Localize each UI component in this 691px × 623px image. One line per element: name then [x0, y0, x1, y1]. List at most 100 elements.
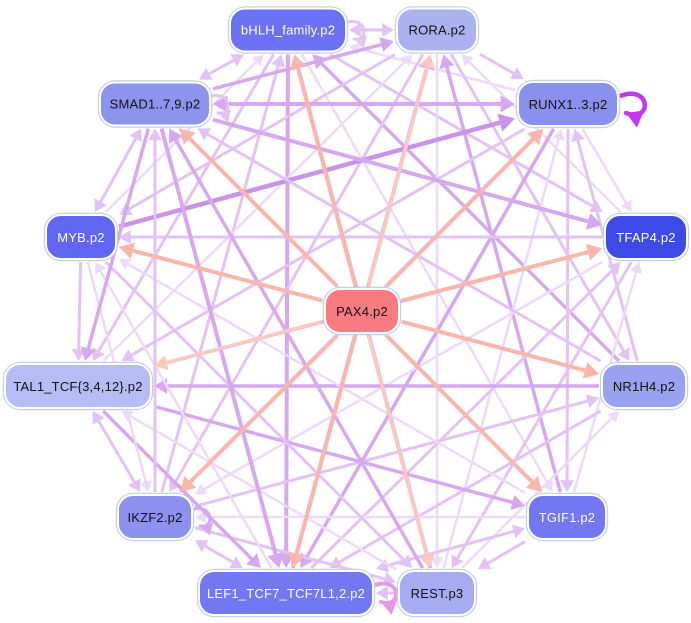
edge-pax4-runx	[385, 135, 537, 288]
node-rora[interactable]: RORA.p2	[396, 7, 478, 53]
edge-arrowhead	[461, 54, 474, 67]
edge-arrowhead	[128, 478, 141, 492]
edge-arrowhead	[511, 524, 525, 539]
edge-arrowhead	[213, 95, 228, 113]
node-label: TFAP4.p2	[616, 229, 676, 245]
edge-arrowhead	[121, 349, 136, 362]
node-label: REST.p3	[410, 585, 464, 601]
edge-arrowhead	[617, 347, 630, 361]
edge-bhlh-tgif1	[300, 53, 550, 486]
edge-arrowhead	[630, 262, 643, 274]
edge-arrowhead	[526, 129, 544, 146]
edge-arrowhead	[582, 362, 599, 379]
edge-arrowhead	[560, 480, 575, 492]
edge-ikzf2-tal1	[95, 417, 138, 486]
edge-arrowhead	[430, 557, 444, 568]
edge-arrowhead	[552, 129, 565, 141]
node-tgif1[interactable]: TGIF1.p2	[527, 494, 607, 540]
node-bhlh[interactable]: bHLH_family.p2	[229, 7, 347, 53]
node-label: PAX4.p2	[336, 303, 388, 319]
edge-arrowhead	[168, 128, 183, 144]
edge-arrowhead	[271, 54, 285, 68]
edge-arrowhead	[381, 599, 398, 615]
edge-tal1-lef1	[101, 409, 256, 563]
edge-arrowhead	[419, 54, 435, 70]
edge-pax4-myb	[128, 247, 323, 303]
edge-tfap4-ikzf2	[201, 260, 603, 492]
edge-arrowhead	[607, 411, 619, 423]
edge-runx-tgif1	[565, 128, 570, 484]
edge-arrowhead	[542, 479, 553, 492]
edge-arrowhead	[419, 553, 435, 568]
edge-pax4-rest	[366, 335, 430, 559]
edge-arrowhead	[585, 243, 602, 261]
edge-pax4-tfap4	[401, 249, 593, 303]
edge-pax4-ikzf2	[186, 334, 339, 486]
edge-arrowhead	[180, 475, 197, 492]
edge-arrowhead	[200, 521, 214, 536]
edge-arrowhead	[119, 230, 131, 244]
edge-runx-tfap4	[581, 128, 629, 206]
edge-rora-runx	[479, 52, 517, 76]
edge-arrowhead	[585, 394, 599, 408]
edge-tfap4-rest	[454, 261, 633, 562]
node-lef1[interactable]: LEF1_TCF7_TCF7L1,2.p2	[198, 570, 374, 616]
node-myb[interactable]: MYB.p2	[45, 214, 117, 260]
edge-pax4-tal1	[163, 319, 323, 366]
edge-smad-lef1	[159, 127, 279, 559]
edge-arrowhead	[148, 128, 162, 141]
edge-pax4-lef1	[293, 335, 358, 559]
edge-pax4-rora	[366, 63, 430, 287]
edge-rora-ikzf2	[172, 53, 425, 486]
edge-arrowhead	[195, 540, 209, 553]
edge-arrowhead	[119, 242, 136, 259]
edge-pax4-tgif1	[385, 334, 536, 486]
node-runx[interactable]: RUNX1..3.p2	[517, 81, 619, 127]
edge-lef1-myb	[98, 268, 273, 569]
node-smad[interactable]: SMAD1..7,9.p2	[99, 81, 211, 127]
edge-arrowhead	[497, 113, 515, 132]
node-label: MYB.p2	[57, 229, 105, 245]
node-rest[interactable]: REST.p3	[398, 570, 476, 616]
edge-tfap4-rora	[466, 59, 622, 213]
edge-arrowhead	[251, 54, 264, 67]
edge-arrowhead	[230, 54, 244, 67]
node-label: bHLH_family.p2	[240, 22, 336, 38]
edge-myb-smad	[97, 135, 139, 205]
edge-tgif1-myb	[125, 261, 526, 494]
node-label: SMAD1..7,9.p2	[109, 96, 201, 112]
edge-arrowhead	[199, 67, 213, 80]
edge-arrowhead	[289, 54, 307, 71]
edge-arrowhead	[376, 586, 388, 600]
node-tal1[interactable]: TAL1_TCF{3,4,12}.p2	[4, 363, 152, 409]
edge-arrowhead	[607, 262, 621, 276]
edge-lef1-ikzf2	[201, 543, 237, 565]
edge-arrowhead	[71, 349, 86, 361]
node-label: LEF1_TCF7_TCF7L1,2.p2	[206, 585, 366, 601]
edge-arrowhead	[439, 54, 455, 70]
edge-runx-tal1	[128, 127, 526, 358]
node-pax4[interactable]: PAX4.p2	[324, 288, 400, 334]
node-ikzf2[interactable]: IKZF2.p2	[117, 494, 193, 540]
edge-arrowhead	[510, 494, 525, 510]
edge-arrowhead	[626, 110, 645, 128]
edge-smad-tal1	[85, 128, 150, 352]
edge-arrowhead	[478, 557, 492, 570]
node-tfap4[interactable]: TFAP4.p2	[604, 214, 688, 260]
edge-arrowhead	[92, 347, 105, 361]
edge-rest-tal1	[127, 413, 397, 571]
edge-tal1-tgif1	[153, 404, 516, 505]
node-nr1h4[interactable]: NR1H4.p2	[601, 363, 687, 409]
edge-arrowhead	[139, 480, 152, 492]
edge-arrowhead	[195, 483, 208, 495]
node-label: TAL1_TCF{3,4,12}.p2	[13, 378, 143, 394]
edge-arrowhead	[620, 199, 632, 212]
edge-nr1h4-smad	[204, 131, 602, 363]
edge-arrowhead	[354, 34, 368, 49]
edge-rest-nr1h4	[461, 415, 615, 569]
edge-arrowhead	[382, 23, 394, 37]
edge-arrowhead	[379, 37, 394, 53]
edge-arrowhead	[510, 67, 524, 80]
